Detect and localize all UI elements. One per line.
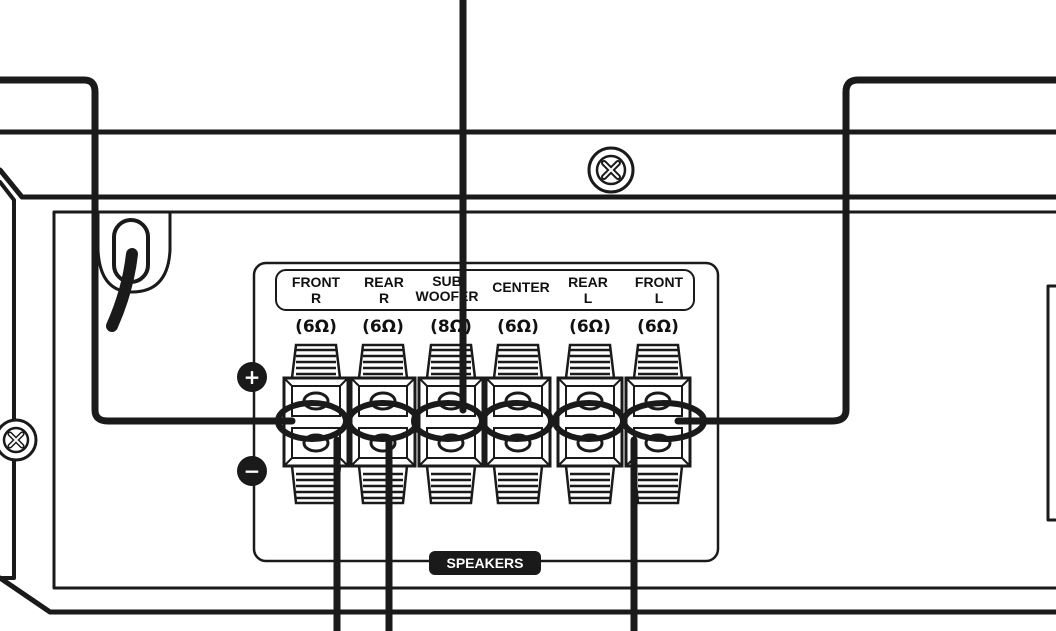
terminal-socket-plus (565, 385, 615, 417)
label-front-l-sub: L (655, 290, 664, 306)
bevel (541, 457, 551, 467)
screw-icon-left (0, 418, 38, 462)
bevel (485, 457, 495, 467)
bevel (474, 377, 484, 387)
impedance-rear-r: (6Ω) (362, 317, 404, 337)
terminal-socket-plus (426, 385, 476, 417)
label-rear-r-sub: R (379, 290, 389, 306)
bevel (613, 377, 623, 387)
label-rear-l-sub: L (584, 290, 593, 306)
speakers-badge: SPEAKERS (429, 551, 541, 575)
label-center: CENTER (492, 279, 550, 295)
label-strip (275, 269, 695, 311)
screw-icon (587, 146, 635, 194)
bevel (557, 457, 567, 467)
channel-labels: FRONTR(6Ω)REARR(6Ω)SUBWOOFER(8Ω)CENTER(6… (292, 273, 684, 337)
label-front-l: FRONT (635, 274, 684, 290)
bevel (350, 457, 360, 467)
bevel (406, 457, 416, 467)
label-front-r: FRONT (292, 274, 341, 290)
bevel (557, 377, 567, 387)
speakers-badge-label: SPEAKERS (446, 555, 523, 571)
terminal-socket-plus (633, 385, 683, 417)
minus-symbol: − (244, 459, 261, 483)
terminal-body (349, 376, 417, 468)
terminal-subwoofer[interactable] (417, 343, 485, 505)
label-subwoofer-sub: WOOFER (416, 288, 479, 304)
minus-mark: − (237, 456, 267, 486)
terminal-socket-minus (565, 427, 615, 459)
bevel (485, 377, 495, 387)
plus-mark: + (237, 362, 267, 392)
bevel (350, 377, 360, 387)
terminal-socket-minus (426, 427, 476, 459)
bevel (625, 377, 635, 387)
bevel (613, 457, 623, 467)
label-rear-r: REAR (364, 274, 404, 290)
terminal-body (556, 376, 624, 468)
wire-front-l (674, 76, 1056, 425)
terminal-rear-r[interactable] (349, 343, 417, 505)
bevel (283, 377, 293, 387)
bevel (541, 377, 551, 387)
wire-front-r (0, 76, 296, 425)
terminal-socket-minus (493, 427, 543, 459)
bevel (474, 457, 484, 467)
terminal-front-r[interactable] (282, 343, 350, 505)
terminal-socket-plus (291, 385, 341, 417)
bevel (418, 377, 428, 387)
plus-symbol: + (244, 365, 261, 389)
impedance-center: (6Ω) (497, 317, 539, 337)
wire-loops (275, 400, 707, 442)
bevel (339, 377, 349, 387)
chassis-outline (0, 129, 1056, 615)
terminal-socket-minus (358, 427, 408, 459)
bevel (681, 377, 691, 387)
terminal-center[interactable] (484, 343, 552, 505)
terminal-socket-plus (493, 385, 543, 417)
bevel (339, 457, 349, 467)
bevel (418, 457, 428, 467)
terminal-body (417, 376, 485, 468)
terminal-body (484, 376, 552, 468)
bevel (406, 377, 416, 387)
terminal-socket-plus (358, 385, 408, 417)
bevel (283, 457, 293, 467)
label-rear-l: REAR (568, 274, 608, 290)
impedance-rear-l: (6Ω) (569, 317, 611, 337)
impedance-front-l: (6Ω) (637, 317, 679, 337)
bevel (681, 457, 691, 467)
cable-clip (96, 210, 172, 332)
label-subwoofer: SUB (432, 273, 462, 289)
label-front-r-sub: R (311, 290, 321, 306)
impedance-front-r: (6Ω) (295, 317, 337, 337)
terminal-rear-l[interactable] (556, 343, 624, 505)
